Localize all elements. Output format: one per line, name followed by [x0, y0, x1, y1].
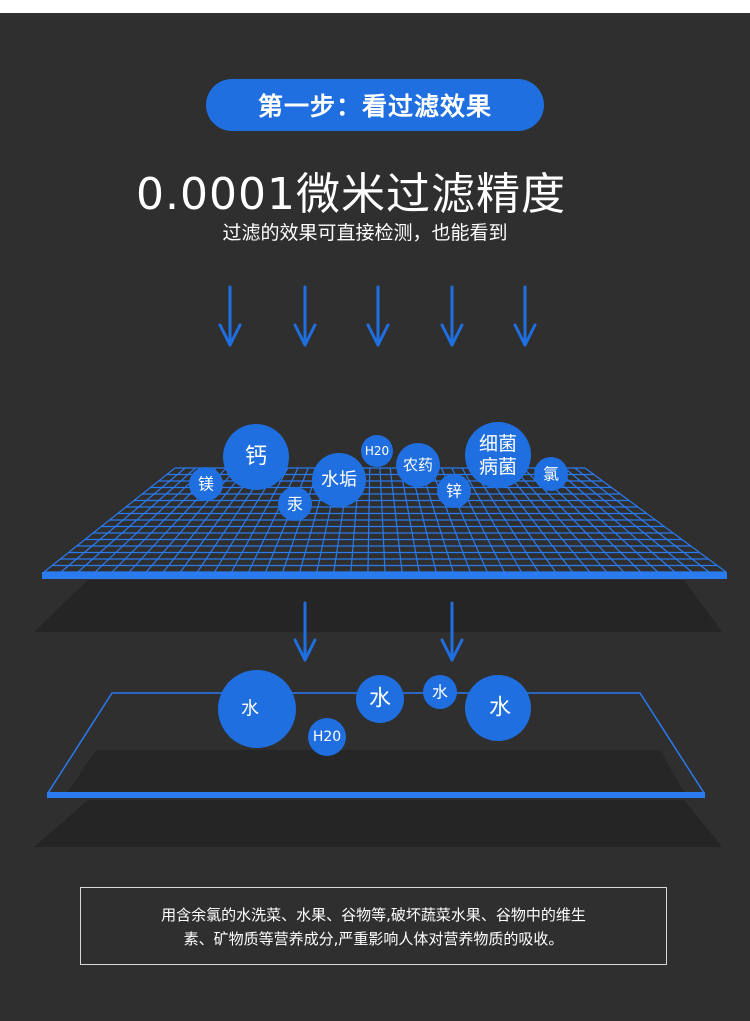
filtered-bubbles: 水 H20 水 水 水: [218, 670, 531, 756]
down-arrows-top: [218, 285, 537, 347]
step-badge: 第一步：看过滤效果: [206, 79, 544, 131]
svg-text:水垢: 水垢: [321, 470, 357, 491]
svg-text:水: 水: [489, 696, 511, 721]
grid-line-vertical: [231, 467, 289, 573]
svg-text:细菌: 细菌: [479, 433, 517, 455]
bubble-pesticide: 农药: [396, 443, 440, 487]
grid-line-vertical: [367, 467, 371, 573]
grid-line-vertical: [248, 467, 299, 573]
down-arrow-icon: [366, 285, 390, 347]
grid-line-vertical: [584, 467, 727, 573]
grid-line-vertical: [502, 467, 591, 573]
bubble-bacteria: 细菌 病菌: [465, 422, 531, 488]
down-arrow-icon: [440, 601, 464, 662]
svg-text:水: 水: [432, 683, 448, 702]
grid-line-vertical: [461, 467, 522, 573]
grid-line-vertical: [574, 467, 710, 573]
grid-line-vertical: [430, 467, 471, 573]
bubble-water-large: 水: [218, 670, 296, 748]
svg-text:农药: 农药: [403, 456, 433, 474]
bubble-h2o: H20: [361, 435, 393, 467]
grid-line-vertical: [399, 467, 420, 573]
info-text-line-2: 素、矿物质等营养成分,严重影响人体对营养物质的吸收。: [183, 930, 564, 948]
grid-line-vertical: [564, 467, 693, 573]
down-arrow-icon: [440, 285, 464, 347]
bubble-chlorine: 氯: [534, 457, 568, 491]
grid-line-vertical: [379, 467, 386, 573]
down-arrow-icon: [513, 285, 537, 347]
down-arrows-middle: [293, 601, 464, 662]
bubble-zinc: 锌: [437, 474, 471, 508]
page-title: 0.0001微米过滤精度: [136, 169, 566, 220]
grid-line-vertical: [77, 467, 196, 573]
svg-text:水: 水: [241, 699, 259, 720]
bubble-water-big: 水: [465, 675, 531, 741]
down-arrow-icon: [218, 285, 242, 347]
down-arrow-icon: [293, 601, 317, 662]
info-text-line-1: 用含余氯的水洗菜、水果、谷物等,破坏蔬菜水果、谷物中的维生: [161, 906, 586, 924]
down-arrow-icon: [293, 285, 317, 347]
svg-text:H20: H20: [313, 729, 341, 745]
bubble-magnesium: 镁: [189, 467, 223, 501]
grid-line-vertical: [512, 467, 608, 573]
bubble-h2o-small: H20: [308, 718, 346, 756]
clean-layer-shadow: [34, 800, 722, 847]
grid-line-vertical: [265, 467, 309, 573]
page-subtitle: 过滤的效果可直接检测，也能看到: [222, 222, 508, 244]
svg-text:H20: H20: [365, 444, 389, 458]
clean-layer-edge: [47, 792, 705, 798]
grid-line-vertical: [94, 467, 207, 573]
bubble-water-medium: 水: [356, 675, 404, 723]
bubble-calcium: 钙: [223, 424, 289, 490]
grid-line-vertical: [553, 467, 676, 573]
svg-text:汞: 汞: [287, 495, 303, 514]
svg-text:水: 水: [369, 687, 391, 712]
svg-text:病菌: 病菌: [479, 456, 517, 478]
filter-grid-edge: [42, 572, 727, 579]
grid-line-vertical: [471, 467, 539, 573]
svg-text:氯: 氯: [543, 465, 559, 484]
grid-line-vertical: [43, 467, 176, 573]
filter-grid-mesh: [43, 467, 727, 573]
bubble-water-small: 水: [423, 675, 457, 709]
filter-layer-shadow: [34, 580, 722, 632]
grid-line-vertical: [60, 467, 186, 573]
svg-text:钙: 钙: [245, 445, 267, 470]
top-white-strip: [0, 0, 750, 13]
clean-layer-inner: [68, 750, 684, 792]
info-box: 用含余氯的水洗菜、水果、谷物等,破坏蔬菜水果、谷物中的维生 素、矿物质等营养成分…: [80, 887, 667, 965]
svg-text:锌: 锌: [446, 482, 462, 501]
bubble-mercury: 汞: [278, 487, 312, 521]
svg-text:镁: 镁: [198, 475, 214, 494]
grid-line-vertical: [162, 467, 248, 573]
bubble-scale: 水垢: [312, 453, 366, 507]
impurity-bubbles: 镁 钙 汞 水垢 H20 农药 锌 细菌 病菌: [189, 422, 568, 521]
grid-line-vertical: [389, 467, 403, 573]
